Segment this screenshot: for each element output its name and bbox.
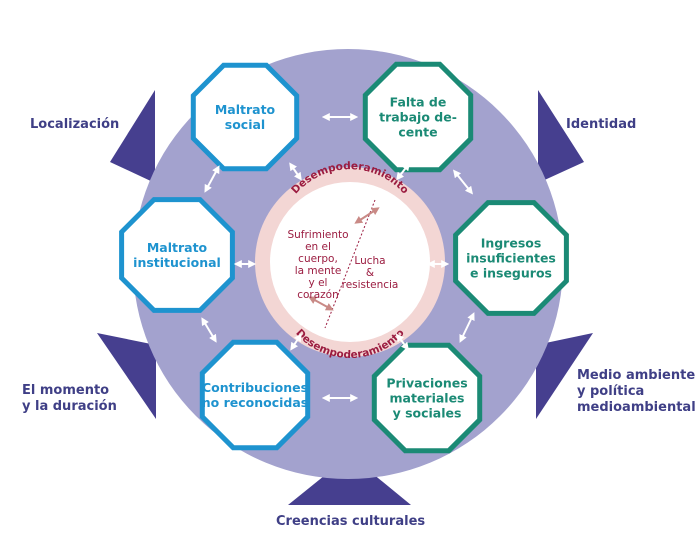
center-text-line: Sufrimiento <box>287 229 348 241</box>
triangle-localizacion <box>110 90 155 183</box>
label-medio-ambiente: Medio ambiente y política medioambiental <box>577 368 696 415</box>
dimension-label-line: Ingresos <box>481 236 542 251</box>
dimension-label-line: social <box>225 117 265 132</box>
dimension-label-line: cente <box>398 125 437 140</box>
arrow-social-institucional <box>204 165 220 193</box>
octagon-shape <box>362 61 474 173</box>
arrow-social-center <box>289 162 302 181</box>
octagon-shape <box>453 200 569 316</box>
arrow-trabajo-center <box>396 162 410 181</box>
dimension-label-line: institucional <box>133 255 221 270</box>
triangle-creencias <box>288 455 411 505</box>
center-text-line: la mente <box>295 265 342 277</box>
dimension-label-line: Maltrato <box>215 102 276 117</box>
label-identidad: Identidad <box>566 117 637 132</box>
arrow-trabajo-ingresos <box>453 169 473 195</box>
dimension-label-line: Contribuciones <box>202 380 308 395</box>
octagon-shape <box>190 62 300 172</box>
center-right-text: Lucha&resistencia <box>342 255 399 291</box>
dimension-label-line: no reconocidas <box>202 395 308 410</box>
dimension-label-line: materiales <box>390 391 465 406</box>
label-creencias: Creencias culturales <box>276 514 426 529</box>
dimension-label-line: e inseguros <box>470 266 552 281</box>
center-text-line: Lucha <box>354 255 385 267</box>
dimension-label-line: Falta de <box>390 95 447 110</box>
dimension-label-line: y sociales <box>393 406 462 421</box>
triangle-momento <box>97 333 156 419</box>
arrow-ingresos-privaciones <box>459 312 475 343</box>
arrow-privaciones-center <box>396 333 409 351</box>
octagon-shape <box>119 197 235 313</box>
center-text-line: y el <box>309 277 328 289</box>
center-arrow-top <box>354 207 380 224</box>
triangle-medio-ambiente <box>536 333 593 419</box>
dimension-label-line: Maltrato <box>147 240 208 255</box>
center-text-line: en el <box>305 241 331 253</box>
octagon-shape <box>199 339 311 451</box>
center-text-line: cuerpo, <box>298 253 338 265</box>
octagon-shape <box>371 342 483 454</box>
dimension-label-line: Privaciones <box>386 376 467 391</box>
center-text-line: corazón <box>297 289 339 301</box>
center-divider <box>324 199 376 329</box>
connector-arrows <box>201 113 475 402</box>
dimension-label-line: trabajo de- <box>379 110 457 125</box>
label-momento: El momento y la duración <box>22 383 117 414</box>
center-arrow-bottom <box>308 296 334 311</box>
label-localizacion: Localización <box>30 117 120 132</box>
inner-core <box>270 182 430 342</box>
center-text-line: resistencia <box>342 279 399 291</box>
arrow-contribuciones-center <box>290 333 302 351</box>
arrow-institucional-contribuciones <box>201 317 217 343</box>
center-text-line: & <box>366 267 374 279</box>
triangle-identidad <box>538 90 584 183</box>
dimension-label-line: insuficientes <box>466 251 556 266</box>
